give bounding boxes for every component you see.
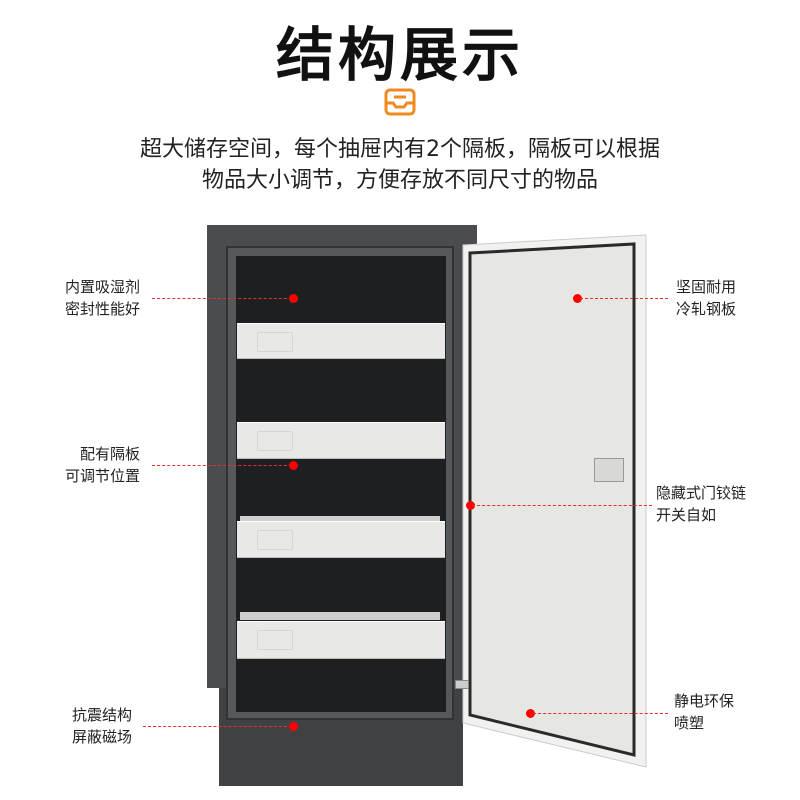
callout-line — [472, 505, 652, 506]
subtitle-line-2: 物品大小调节，方便存放不同尺寸的物品 — [201, 168, 598, 193]
drawer-tray-icon — [384, 88, 416, 116]
callout-coating: 静电环保喷塑 — [674, 692, 735, 732]
cabinet-door — [462, 234, 647, 768]
callout-dot — [289, 294, 298, 303]
drawer-3-dividers — [240, 516, 440, 524]
callout-dot — [526, 709, 535, 718]
callout-desiccant: 内置吸湿剂密封性能好 — [64, 278, 140, 318]
drawer-1 — [237, 323, 445, 359]
drawer-3 — [237, 521, 445, 558]
lock-icon — [594, 458, 624, 482]
callout-dividers: 配有隔板可调节位置 — [64, 445, 140, 485]
callout-line — [533, 713, 668, 714]
subtitle-line-1: 超大储存空间，每个抽屉内有2个隔板，隔板可以根据 — [140, 137, 660, 162]
callout-line — [143, 726, 292, 727]
hinge-icon — [455, 680, 469, 689]
drawer-4 — [237, 621, 445, 659]
callout-line — [580, 298, 668, 299]
callout-hinge: 隐藏式门铰链开关自如 — [656, 484, 747, 524]
drawer-4-dividers — [240, 612, 440, 620]
callout-shockproof: 抗震结构屏蔽磁场 — [71, 706, 132, 746]
drawer-2 — [237, 422, 445, 459]
callout-dot — [289, 722, 298, 731]
callout-line — [152, 298, 292, 299]
page-title: 结构展示 — [275, 21, 524, 89]
callout-dot — [289, 461, 298, 470]
callout-dot — [466, 501, 475, 510]
callout-line — [152, 465, 292, 466]
callout-steel: 坚固耐用冷轧钢板 — [676, 278, 737, 318]
callout-dot — [573, 294, 582, 303]
